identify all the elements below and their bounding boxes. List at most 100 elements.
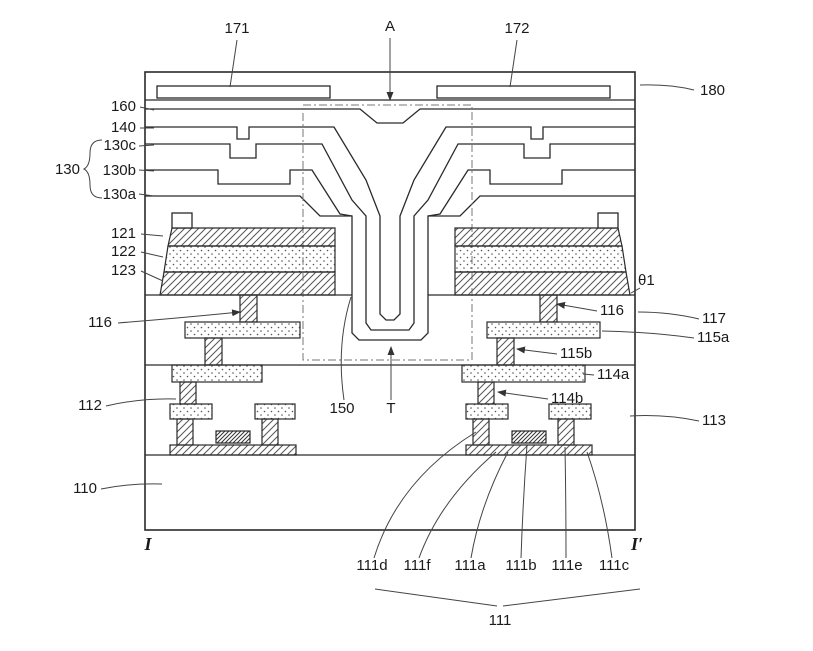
pad-111d bbox=[465, 403, 509, 420]
leader-180 bbox=[639, 84, 695, 91]
leader-110 bbox=[100, 483, 163, 490]
leader-113 bbox=[629, 415, 700, 422]
label-130b: 130b bbox=[103, 162, 136, 179]
layer-130c-line bbox=[145, 143, 635, 331]
leader-115a bbox=[601, 330, 695, 339]
leader-111c bbox=[586, 451, 613, 559]
leader-160 bbox=[139, 106, 155, 111]
label-113: 113 bbox=[702, 412, 726, 429]
left-gate bbox=[215, 430, 251, 444]
label-111a: 111a bbox=[454, 557, 486, 574]
left-interconnect-structure bbox=[169, 294, 301, 456]
leader-111e bbox=[564, 446, 567, 559]
label-171: 171 bbox=[224, 20, 249, 37]
leader-111f bbox=[418, 451, 497, 559]
bar-115a bbox=[486, 321, 601, 339]
label-130: 130 bbox=[55, 161, 80, 178]
label-116-right: 116 bbox=[600, 302, 624, 319]
brace-111-right bbox=[502, 588, 641, 607]
leader-lines bbox=[82, 38, 700, 607]
label-111f: 111f bbox=[404, 557, 432, 574]
label-114b: 114b bbox=[551, 390, 583, 407]
plate-172 bbox=[436, 85, 611, 99]
left-electrode-stack bbox=[159, 212, 336, 296]
layer-140-line bbox=[145, 126, 635, 321]
brace-130 bbox=[82, 139, 103, 199]
left-source-pad bbox=[169, 403, 213, 420]
label-section-I-prime: I′ bbox=[630, 534, 643, 554]
leader-130b bbox=[138, 169, 155, 172]
label-111c: 111c bbox=[599, 557, 630, 574]
label-111d: 111d bbox=[356, 557, 387, 574]
leader-122 bbox=[140, 251, 164, 258]
left-contact-via-b bbox=[261, 418, 279, 446]
label-117: 117 bbox=[702, 310, 726, 327]
label-111: 111 bbox=[489, 612, 512, 629]
via-114b bbox=[477, 381, 495, 405]
label-115b: 115b bbox=[560, 345, 592, 362]
right-electrode-stack bbox=[454, 212, 631, 296]
left-bar-114a bbox=[171, 364, 263, 383]
brace-111-left bbox=[374, 588, 498, 607]
label-115a: 115a bbox=[697, 329, 730, 346]
right-layer-121 bbox=[454, 227, 623, 247]
left-layer-122 bbox=[163, 245, 336, 273]
left-drain-pad bbox=[254, 403, 296, 420]
label-150: 150 bbox=[329, 400, 354, 417]
label-111b: 111b bbox=[505, 557, 536, 574]
leader-112 bbox=[105, 398, 177, 407]
leader-111b bbox=[520, 444, 528, 559]
leader-171 bbox=[229, 39, 238, 88]
device-frame bbox=[144, 71, 636, 531]
left-via-116 bbox=[239, 294, 258, 323]
via-115b bbox=[496, 337, 515, 366]
label-theta1: θ1 bbox=[638, 272, 655, 289]
leader-172 bbox=[509, 39, 518, 88]
leader-123 bbox=[140, 270, 164, 282]
label-116-left: 116 bbox=[88, 314, 112, 331]
figure-labels: 171 A 172 180 160 140 130c 130b 130a 130… bbox=[55, 18, 730, 629]
left-active-layer bbox=[169, 444, 297, 456]
device-structure bbox=[144, 71, 636, 531]
left-bar-115a bbox=[184, 321, 301, 339]
leader-111d bbox=[373, 431, 477, 559]
leader-150 bbox=[340, 296, 352, 401]
left-layer-123 bbox=[159, 271, 336, 296]
leader-130a bbox=[138, 193, 155, 197]
leader-114a bbox=[582, 373, 595, 376]
left-stack-bump bbox=[171, 212, 193, 229]
active-layer-111a bbox=[465, 444, 593, 456]
label-T: T bbox=[386, 400, 395, 417]
leader-121 bbox=[140, 233, 164, 237]
layer-160-line bbox=[145, 108, 635, 124]
label-160: 160 bbox=[111, 98, 136, 115]
right-via-116 bbox=[539, 294, 558, 323]
label-130c: 130c bbox=[103, 137, 136, 154]
left-layer-121 bbox=[167, 227, 336, 247]
label-172: 172 bbox=[504, 20, 529, 37]
leader-arrow-116-right bbox=[556, 301, 598, 312]
label-122: 122 bbox=[111, 243, 136, 260]
layer-130b-line bbox=[145, 169, 635, 217]
label-140: 140 bbox=[111, 119, 136, 136]
right-layer-122 bbox=[454, 245, 627, 273]
gate-111b bbox=[511, 430, 547, 444]
label-130a: 130a bbox=[103, 186, 137, 203]
leader-arrow-115b bbox=[516, 346, 558, 355]
label-110: 110 bbox=[73, 480, 97, 497]
leader-130c bbox=[138, 144, 155, 147]
right-interconnect-structure bbox=[461, 294, 601, 456]
label-121: 121 bbox=[111, 225, 136, 242]
leader-arrow-114b bbox=[497, 389, 549, 400]
layer-130a-line bbox=[145, 195, 635, 341]
right-layer-123 bbox=[454, 271, 631, 296]
leader-arrow-116-left bbox=[117, 309, 241, 324]
label-A: A bbox=[385, 18, 395, 35]
left-via-115b bbox=[204, 337, 223, 366]
plate-171 bbox=[156, 85, 331, 99]
label-111e: 111e bbox=[551, 557, 582, 574]
label-123: 123 bbox=[111, 262, 136, 279]
left-contact-via-a bbox=[176, 418, 194, 446]
bar-114a bbox=[461, 364, 586, 383]
